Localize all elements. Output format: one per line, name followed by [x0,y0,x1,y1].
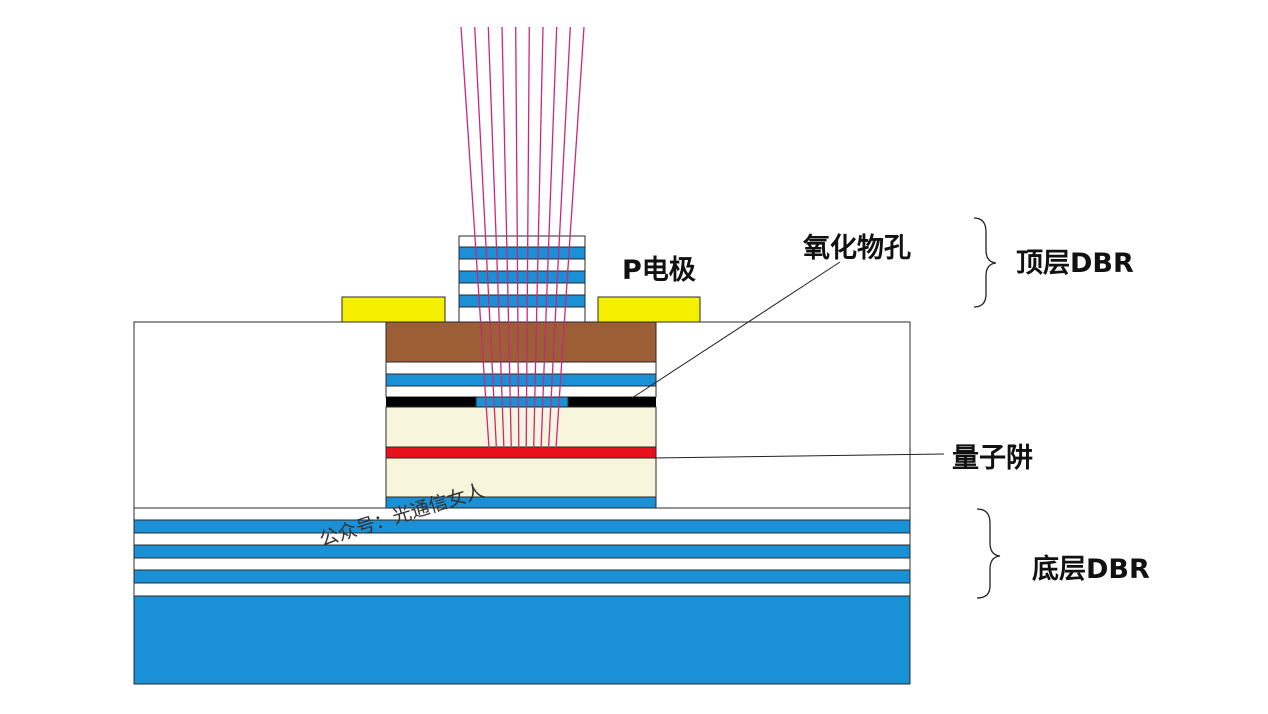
bottom-dbr-layer [133,532,911,546]
top-dbr-layer [458,235,586,248]
beam-ray [474,26,498,449]
bottom-dbr-label: 底层DBR [1032,553,1150,585]
oxide-aperture-label: 氧化物孔 [802,233,911,264]
p-electrode-right [597,296,701,323]
top-dbr-mesa-layer [385,373,657,387]
beam-ray [460,26,490,449]
substrate [133,595,911,685]
cavity-upper [385,406,657,448]
top-dbr-mesa-layer [385,385,657,398]
bottom-dbr-brace [976,508,1001,599]
oxide-aperture [475,396,569,408]
top-dbr-label: 顶层DBR [1016,248,1134,279]
top-dbr-layer [458,306,586,323]
quantum-well-label: 量子阱 [952,443,1033,474]
beam-ray [525,26,530,449]
p-electrode-label: P电极 [622,255,696,286]
top-dbr-brace [973,217,997,308]
bottom-dbr-layer [133,519,911,534]
bottom-dbr-layer [133,557,911,571]
top-dbr-pillar [458,235,586,323]
top-dbr-mesa-layer [385,361,657,375]
beam-ray [515,26,520,449]
bottom-dbr-stack [133,507,911,597]
beam-ray [540,26,558,449]
bottom-dbr-layer [133,507,911,521]
cavity-lower [385,457,657,498]
bottom-dbr-layer [133,569,911,584]
quantum-well-leader-line [651,453,945,459]
mesa-bottom-dbr-layer [385,496,657,509]
mesa [385,321,657,509]
beam-ray [533,26,544,449]
beam-ray [555,26,585,449]
top-dbr-layer [458,246,586,260]
beam-ray [547,26,571,449]
p-electrode-left [341,296,446,323]
beam-ray [501,26,512,449]
top-dbr-layer [458,258,586,272]
contact-layer [385,321,657,363]
bottom-dbr-layer [133,544,911,559]
oxide-aperture-leader-line [631,261,841,399]
beam-ray [487,26,505,449]
quantum-well-layer [385,446,657,459]
emitted-beam [460,26,585,449]
bottom-dbr-layer [133,582,911,597]
